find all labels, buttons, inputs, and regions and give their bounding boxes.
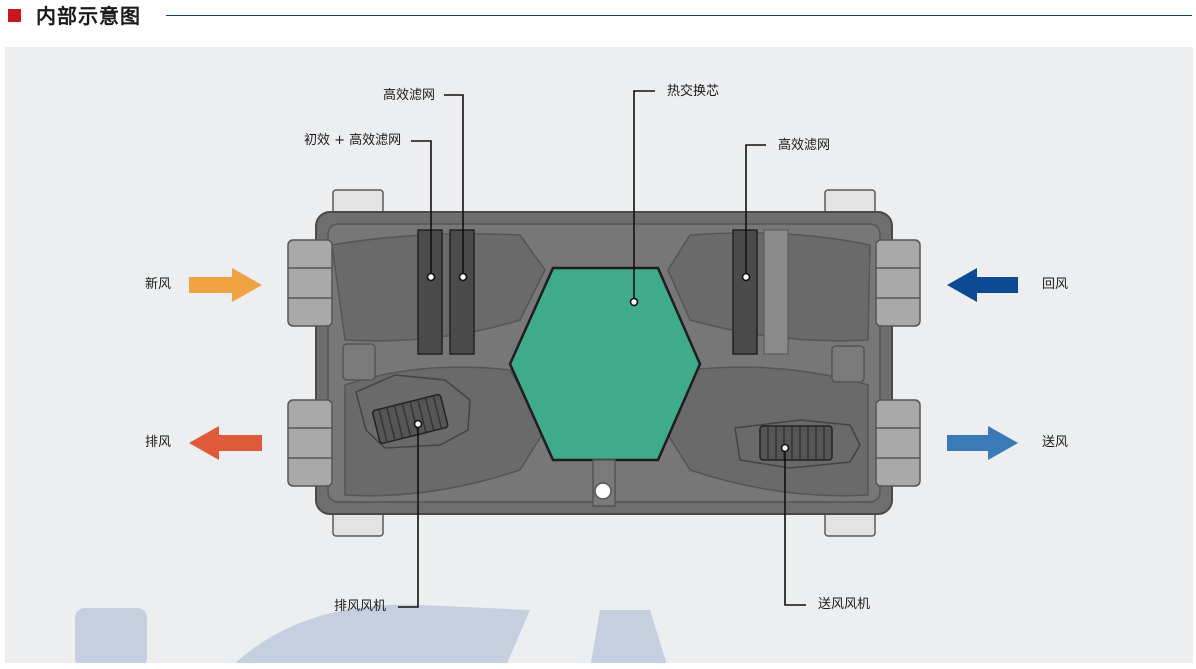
label-hepa-filter-left: 高效滤网 <box>383 88 436 103</box>
supply-fan <box>734 419 861 469</box>
exhaust-fan <box>355 374 471 449</box>
primary-hepa-filter <box>417 229 443 355</box>
label-supply-fan: 送风风机 <box>818 597 871 612</box>
right-duct-connectors <box>875 239 921 487</box>
label-heat-exchange-core: 热交换芯 <box>667 84 720 99</box>
diagram-panel <box>5 47 1193 663</box>
section-marker-icon <box>8 9 21 22</box>
hepa-filter-right <box>732 229 758 355</box>
exhaust-air-arrow-icon <box>189 426 262 460</box>
fresh-air-arrow-icon <box>189 268 262 302</box>
mounting-bracket <box>332 189 876 537</box>
header-divider <box>166 15 1192 16</box>
label-exhaust-fan: 排风风机 <box>334 599 387 614</box>
background-watermark <box>75 604 667 663</box>
filter-frame <box>763 229 789 355</box>
label-hepa-filter-right: 高效滤网 <box>778 138 831 153</box>
section-title: 内部示意图 <box>36 4 141 28</box>
ventilator-diagram <box>75 90 1018 663</box>
heat-exchange-core <box>508 266 702 462</box>
return-air-arrow-icon <box>947 268 1018 302</box>
callout-leaders <box>398 90 806 608</box>
label-supply-air: 送风 <box>1042 435 1069 450</box>
label-primary-hepa-filter: 初效 + 高效滤网 <box>304 133 402 148</box>
supply-air-arrow-icon <box>947 426 1018 460</box>
label-return-air: 回风 <box>1042 277 1069 292</box>
label-exhaust-air: 排风 <box>145 435 172 450</box>
hepa-filter-left <box>449 229 475 355</box>
label-fresh-air: 新风 <box>145 277 172 292</box>
callout-dots <box>413 272 790 453</box>
drain-hole <box>594 482 612 500</box>
left-duct-connectors <box>287 239 333 487</box>
section-header: 内部示意图 <box>0 0 1196 34</box>
